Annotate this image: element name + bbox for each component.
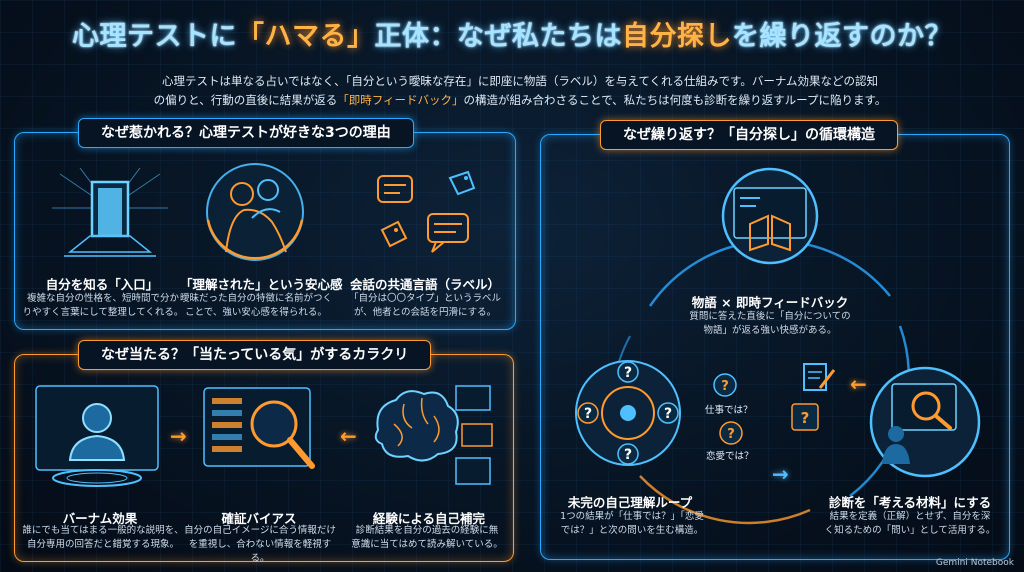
cycle-node-3-desc: 結果を定義（正解）とせず、自分を深く知るための「問い」として活用する。 — [824, 511, 996, 536]
notepad-icon — [803, 363, 836, 391]
cycle-node-2-desc: 1つの結果が「仕事では？」「恋愛では？」と次の問いを生む構造。 — [560, 511, 704, 536]
question-cycle-icon: ? ? ? ? — [575, 360, 681, 466]
mechanism-2-title: 確証バイアス — [221, 511, 297, 526]
svg-text:?: ? — [801, 409, 810, 427]
cycle-node-3-title: 診断を「考える材料」にする — [828, 495, 992, 510]
reason-2-desc: 曖昧だった自分の特徴に名前がつくことで、強い安心感を得られる。 — [179, 293, 332, 318]
page-title: 心理テストに「ハマる」正体：なぜ私たちは自分探しを繰り返すのか？ — [72, 21, 952, 52]
svg-text:?: ? — [721, 379, 729, 394]
embrace-silhouette-icon — [206, 163, 304, 261]
cycle-section-label: なぜ繰り返す？「自分探し」の循環構造 — [600, 120, 898, 150]
svg-text:?: ? — [584, 406, 592, 422]
svg-text:?: ? — [727, 427, 735, 442]
question-box-icon: ? — [791, 403, 819, 431]
question-bubble-love-icon: ? — [719, 421, 743, 445]
question-label-love: 恋愛では？ — [706, 451, 754, 462]
question-label-work: 仕事では？ — [705, 405, 753, 416]
reason-1-desc: 複雑な自分の性格を、短時間で分かりやすく言葉にして整理してくれる。 — [22, 293, 184, 318]
intro-text: 心理テストは単なる占いではなく、「自分という曖昧な存在」に即座に物語（ラベル）を… — [120, 72, 920, 110]
intro-line-1: 心理テストは単なる占いではなく、「自分という曖昧な存在」に即座に物語（ラベル）を… — [162, 74, 878, 88]
mechanism-1-title: バーナム効果 — [62, 511, 138, 526]
reasons-section-label: なぜ惹かれる？心理テストが好きな3つの理由 — [78, 118, 414, 148]
reason-2-title: 「理解された」という安心感 — [180, 277, 343, 292]
mechanism-1-desc: 誰にでも当てはまる一般的な説明を、自分専用の回答だと錯覚する現象。 — [22, 525, 184, 550]
cycle-node-1-desc: 質問に答えた直後に「自分についての物語」が返る強い快感がある。 — [689, 311, 851, 336]
svg-text:?: ? — [624, 447, 632, 463]
svg-text:?: ? — [624, 365, 632, 381]
flow-arrow-2: ← — [340, 424, 357, 448]
hologram-person-icon — [35, 385, 159, 487]
cycle-arrow-bottom: → — [772, 462, 789, 486]
mechanism-2-desc: 自分の自己イメージに合う情報だけを重視し、合わない情報を軽視する。 — [184, 525, 336, 564]
glowing-door-icon — [52, 168, 168, 257]
question-bubble-work-icon: ? — [713, 373, 737, 397]
chat-tags-icon — [377, 170, 476, 253]
mechanism-section-label: なぜ当たる？「当たっている気」がするカラクリ — [78, 340, 432, 370]
magnifier-screen-icon — [203, 387, 315, 469]
brain-memories-icon — [374, 385, 493, 485]
brand-label: Gemini Notebook — [935, 558, 1014, 568]
book-screen-icon — [721, 167, 819, 265]
svg-text:?: ? — [664, 406, 672, 422]
intro-line-2: の偏りと、行動の直後に結果が返る「即時フィードバック」の構造が組み合わさることで… — [153, 93, 887, 107]
reason-1-title: 自分を知る「入口」 — [45, 277, 159, 292]
mechanism-3-desc: 診断結果を自分の過去の経験に無意識に当てはめて読み解いている。 — [351, 525, 503, 550]
cycle-node-1-title: 物語 × 即時フィードバック — [691, 295, 849, 310]
flow-arrow-1: → — [170, 424, 187, 448]
reason-3-title: 会話の共通言語（ラベル） — [349, 277, 500, 292]
cycle-node-2-title: 未完の自己理解ループ — [567, 495, 693, 510]
mechanism-3-title: 経験による自己補完 — [372, 511, 486, 526]
reason-3-desc: 「自分は〇〇タイプ」というラベルが、他者との会話を円滑にする。 — [348, 293, 501, 318]
person-magnifier-icon — [869, 366, 981, 478]
cycle-arrow-top-right: ← — [850, 372, 867, 396]
